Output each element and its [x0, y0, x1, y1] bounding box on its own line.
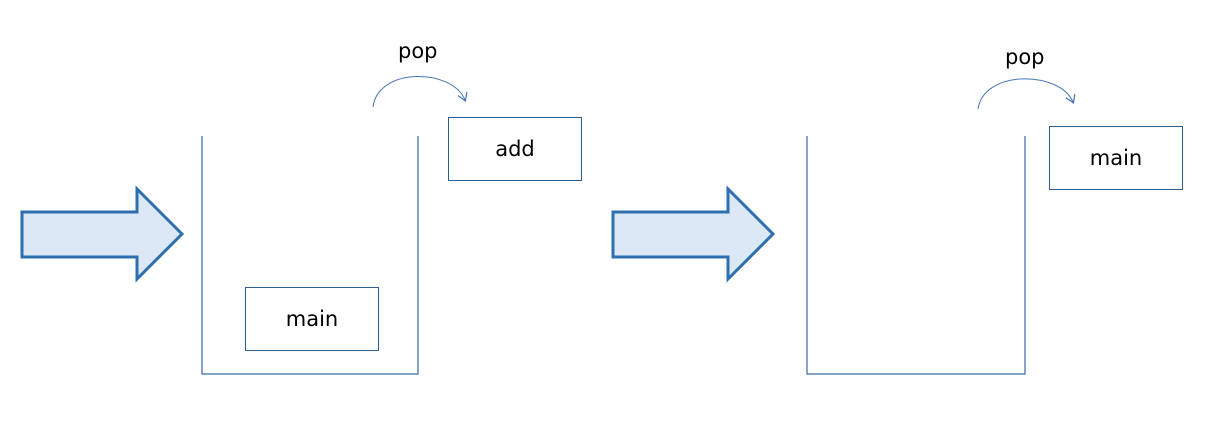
pop-label: pop [1005, 45, 1045, 69]
curved-arrow-icon [977, 78, 1073, 110]
stack-frame: main [245, 287, 379, 351]
popped-frame: add [448, 117, 582, 181]
curved-arrow-icon [372, 75, 465, 108]
right-arrow-icon [20, 185, 185, 283]
stack-container [201, 136, 419, 375]
pop-label: pop [398, 39, 438, 63]
stack-container [806, 136, 1026, 375]
right-arrow-icon [611, 185, 776, 283]
popped-frame: main [1049, 126, 1183, 190]
